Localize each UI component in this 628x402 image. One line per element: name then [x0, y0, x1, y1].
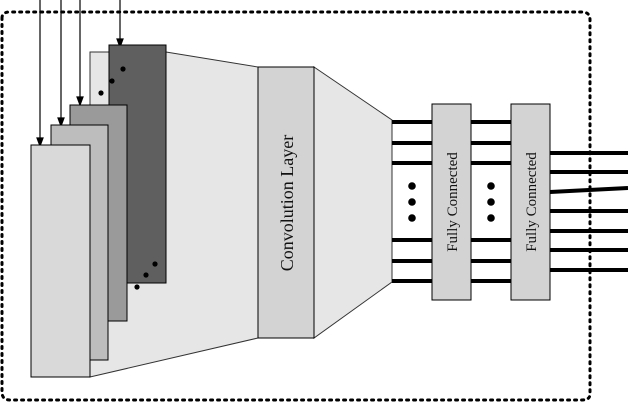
input-layer-1	[30, 144, 91, 378]
fully-connected-label-2: Fully Connected	[524, 152, 540, 252]
fc1-to-fc2-lines	[471, 120, 511, 283]
conv-to-fc-funnel	[313, 66, 393, 339]
convolution-layer-block	[257, 66, 315, 339]
input-stack-ellipsis	[98, 66, 158, 290]
fully-connected-block-2	[510, 103, 551, 301]
fully-connected-block-1	[431, 103, 472, 301]
fully-connected-label-1: Fully Connected	[445, 152, 461, 252]
conv-to-fc1-lines	[392, 120, 432, 283]
input-arrows	[36, 0, 124, 148]
output-lines	[549, 151, 628, 272]
convolution-layer-label: Convolution Layer	[277, 135, 297, 271]
conv-to-fc1-ellipsis	[408, 182, 416, 222]
fc1-to-fc2-ellipsis	[487, 182, 495, 222]
dotted-frame	[0, 10, 592, 402]
